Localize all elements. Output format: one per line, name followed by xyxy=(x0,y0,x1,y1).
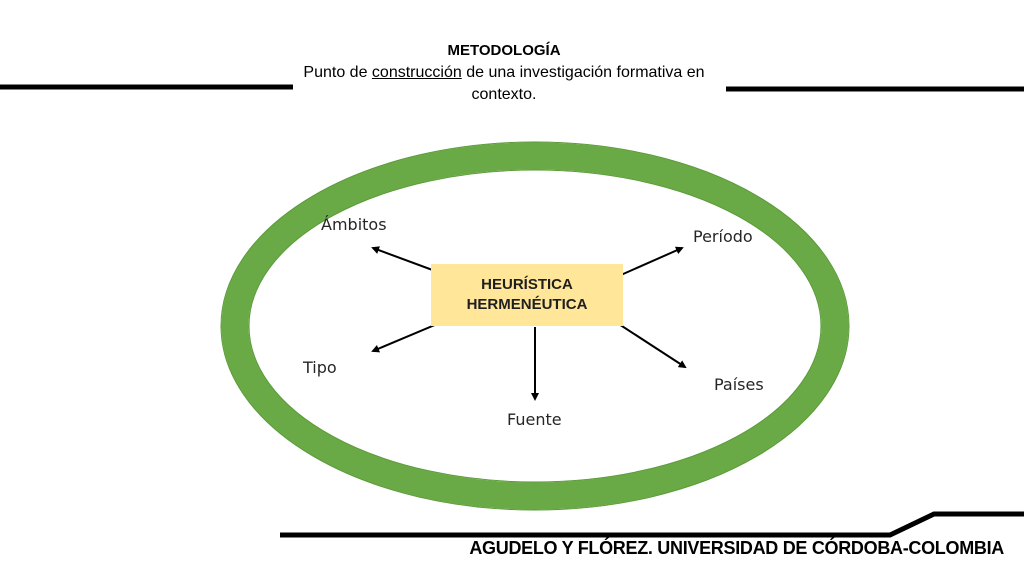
center-concept-box: HEURÍSTICA HERMENÉUTICA xyxy=(431,264,623,326)
green-ring-inner-outline xyxy=(248,169,822,483)
center-line-2: HERMENÉUTICA xyxy=(466,296,588,313)
page-subtitle: Punto de construcción de una investigaci… xyxy=(284,62,724,106)
green-ring-outline xyxy=(220,141,850,511)
node-paises: Países xyxy=(714,375,764,394)
footer-rule xyxy=(280,511,1024,538)
node-ambitos: Ámbitos xyxy=(321,215,387,234)
title-block: METODOLOGÍA Punto de construcción de una… xyxy=(284,40,724,106)
subtitle-start: Punto de xyxy=(303,64,372,81)
center-line-1: HEURÍSTICA xyxy=(481,276,573,293)
footer-credit: AGUDELO Y FLÓREZ. UNIVERSIDAD DE CÓRDOBA… xyxy=(469,538,1004,558)
page-title: METODOLOGÍA xyxy=(447,42,561,59)
green-ring xyxy=(221,142,849,510)
node-periodo: Período xyxy=(693,227,753,246)
node-fuente: Fuente xyxy=(507,410,562,429)
node-tipo: Tipo xyxy=(303,358,337,377)
subtitle-underlined-word: construcción xyxy=(371,64,462,81)
subtitle-end: de una investigación formativa en contex… xyxy=(461,64,705,103)
